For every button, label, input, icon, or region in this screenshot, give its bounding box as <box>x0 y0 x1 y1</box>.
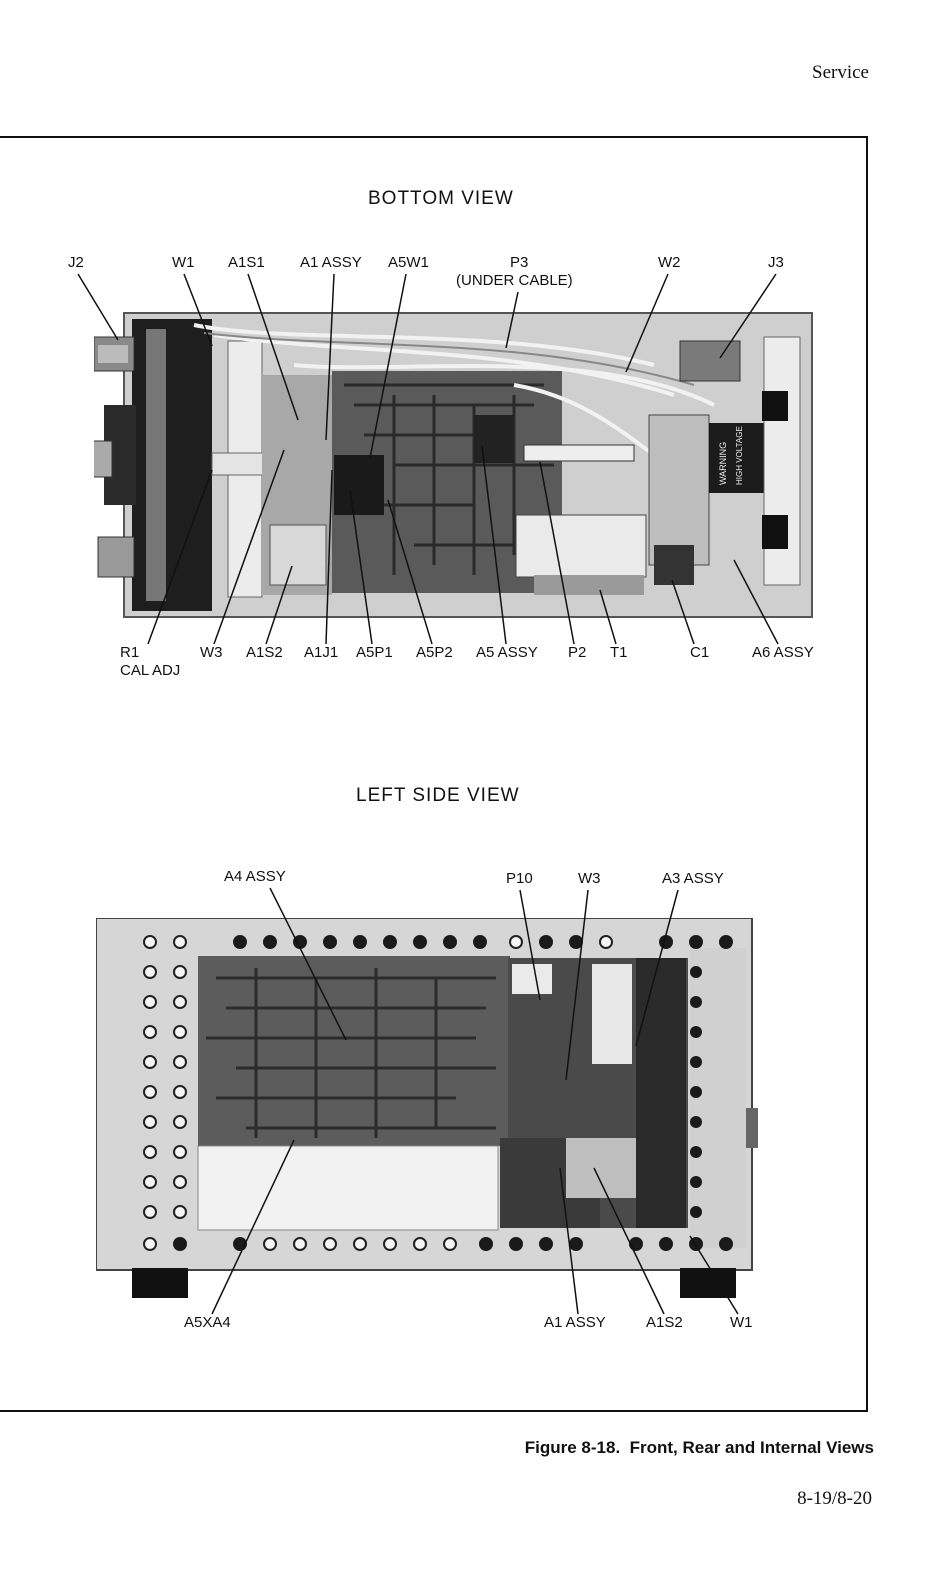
label-a5p2: A5P2 <box>416 644 453 662</box>
high-voltage-decal-text: HIGH VOLTAGE <box>735 426 744 485</box>
label-c1: C1 <box>690 644 709 662</box>
label-a4-assy: A4 ASSY <box>224 868 286 886</box>
label-w3: W3 <box>200 644 223 662</box>
warning-decal-text: WARNING <box>718 442 728 485</box>
label-w3-side: W3 <box>578 870 601 888</box>
figure-caption: Figure 8-18. Front, Rear and Internal Vi… <box>525 1438 874 1458</box>
label-a3-assy: A3 ASSY <box>662 870 724 888</box>
label-a6-assy: A6 ASSY <box>752 644 814 662</box>
left-side-view-title: LEFT SIDE VIEW <box>356 785 520 807</box>
label-a1s1: A1S1 <box>228 254 265 272</box>
left-side-view-photo <box>96 918 758 1304</box>
label-a5xa4: A5XA4 <box>184 1314 231 1332</box>
label-j2: J2 <box>68 254 84 272</box>
label-a1j1: A1J1 <box>304 644 338 662</box>
label-w2: W2 <box>658 254 681 272</box>
label-w1: W1 <box>172 254 195 272</box>
label-r1-note: CAL ADJ <box>120 662 180 680</box>
label-p3-note: (UNDER CABLE) <box>456 272 573 290</box>
label-a1-assy-side: A1 ASSY <box>544 1314 606 1332</box>
label-t1: T1 <box>610 644 628 662</box>
bottom-view-title: BOTTOM VIEW <box>368 188 514 210</box>
label-p10: P10 <box>506 870 533 888</box>
label-a5p1: A5P1 <box>356 644 393 662</box>
label-a1s2-side: A1S2 <box>646 1314 683 1332</box>
section-header: Service <box>812 62 869 84</box>
label-p2: P2 <box>568 644 586 662</box>
label-a5-assy: A5 ASSY <box>476 644 538 662</box>
label-r1: R1 <box>120 644 139 662</box>
label-p3: P3 <box>510 254 528 272</box>
label-j3: J3 <box>768 254 784 272</box>
bottom-view-photo: WARNING HIGH VOLTAGE <box>94 305 814 620</box>
label-a1-assy: A1 ASSY <box>300 254 362 272</box>
label-w1-side: W1 <box>730 1314 753 1332</box>
label-a1s2: A1S2 <box>246 644 283 662</box>
page-number: 8-19/8-20 <box>797 1488 872 1510</box>
label-a5w1: A5W1 <box>388 254 429 272</box>
